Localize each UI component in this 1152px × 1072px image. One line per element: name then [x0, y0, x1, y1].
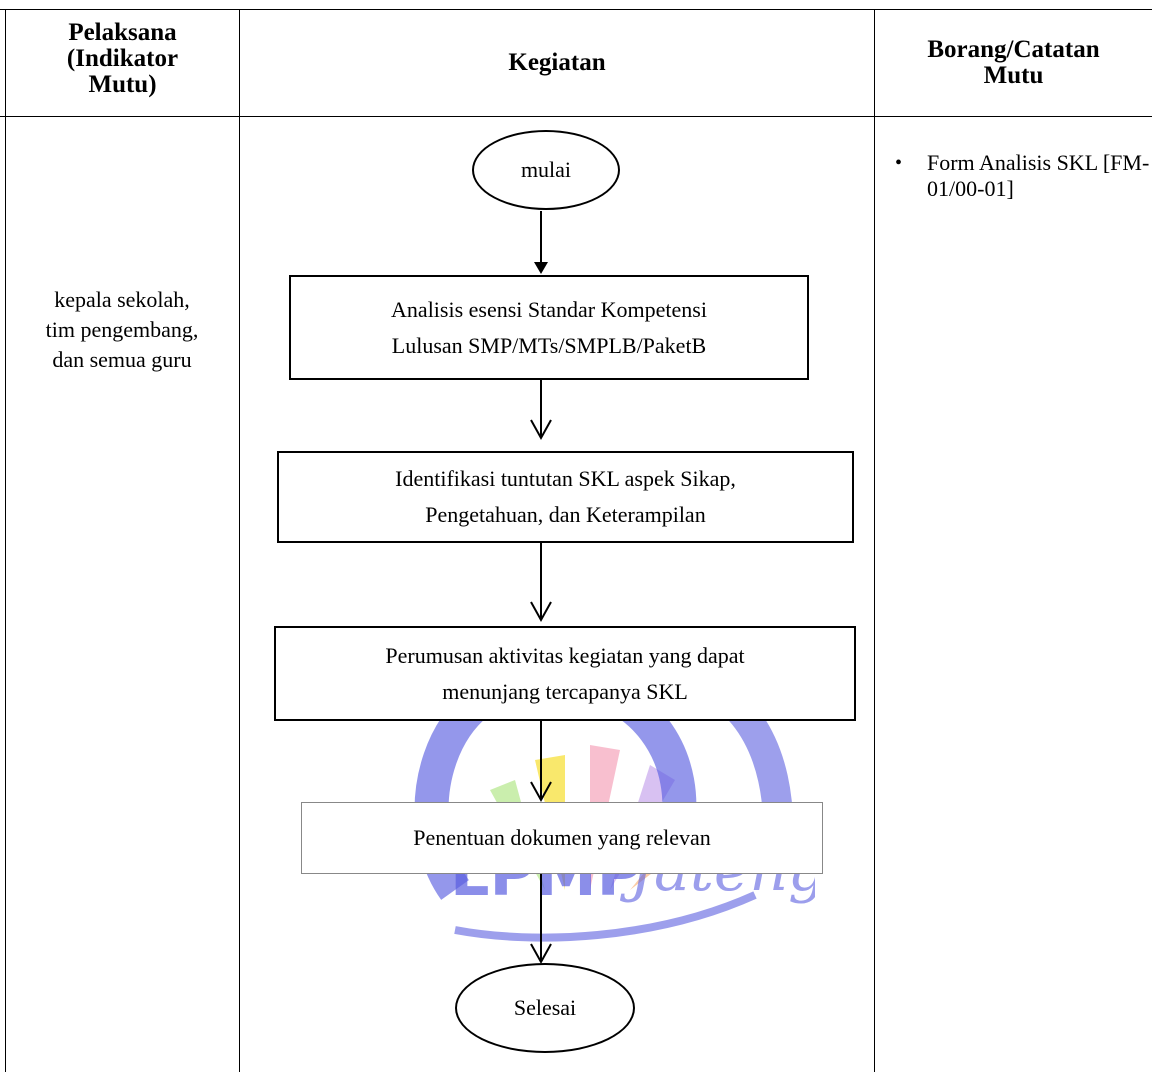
- document-item: • Form Analisis SKL [FM-01/00-01]: [895, 150, 1150, 202]
- document-label: Form Analisis SKL [FM-01/00-01]: [927, 150, 1150, 201]
- flow-step-documents: Penentuan dokumen yang relevan: [301, 802, 823, 874]
- document-list: • Form Analisis SKL [FM-01/00-01]: [895, 150, 1150, 202]
- flow-step-identification-label: Identifikasi tuntutan SKL aspek Sikap, P…: [395, 466, 736, 527]
- header-quality-record: Borang/Catatan Mutu: [927, 36, 1100, 89]
- flow-step-formulation: Perumusan aktivitas kegiatan yang dapat …: [274, 626, 856, 721]
- arrowhead-2: [530, 419, 552, 441]
- header-divider: [0, 116, 1152, 117]
- table-border-top: [0, 9, 1152, 10]
- arrowhead-4: [530, 781, 552, 803]
- arrowhead-3: [530, 601, 552, 623]
- flow-step-identification: Identifikasi tuntutan SKL aspek Sikap, P…: [277, 451, 854, 543]
- flow-start-node: mulai: [472, 130, 620, 210]
- header-executor: Pelaksana (Indikator Mutu): [66, 19, 179, 98]
- bullet-icon: •: [895, 152, 903, 174]
- column-divider-1: [239, 9, 240, 1072]
- column-divider-2: [874, 9, 875, 1072]
- flow-end-label: Selesai: [513, 995, 577, 1020]
- flow-start-label: mulai: [520, 157, 572, 182]
- flow-step-analysis-label: Analisis esensi Standar Kompetensi Lulus…: [391, 296, 707, 358]
- flow-step-documents-label: Penentuan dokumen yang relevan: [413, 825, 711, 850]
- arrowhead-1: [534, 262, 548, 274]
- header-activity: Kegiatan: [508, 49, 606, 76]
- flow-step-formulation-label: Perumusan aktivitas kegiatan yang dapat …: [385, 642, 745, 704]
- executor-text: kepala sekolah, tim pengembang, dan semu…: [45, 287, 199, 372]
- table-border-left: [5, 9, 6, 1072]
- flow-end-node: Selesai: [455, 963, 635, 1053]
- flow-step-analysis: Analisis esensi Standar Kompetensi Lulus…: [289, 275, 809, 380]
- arrowhead-5: [530, 943, 552, 965]
